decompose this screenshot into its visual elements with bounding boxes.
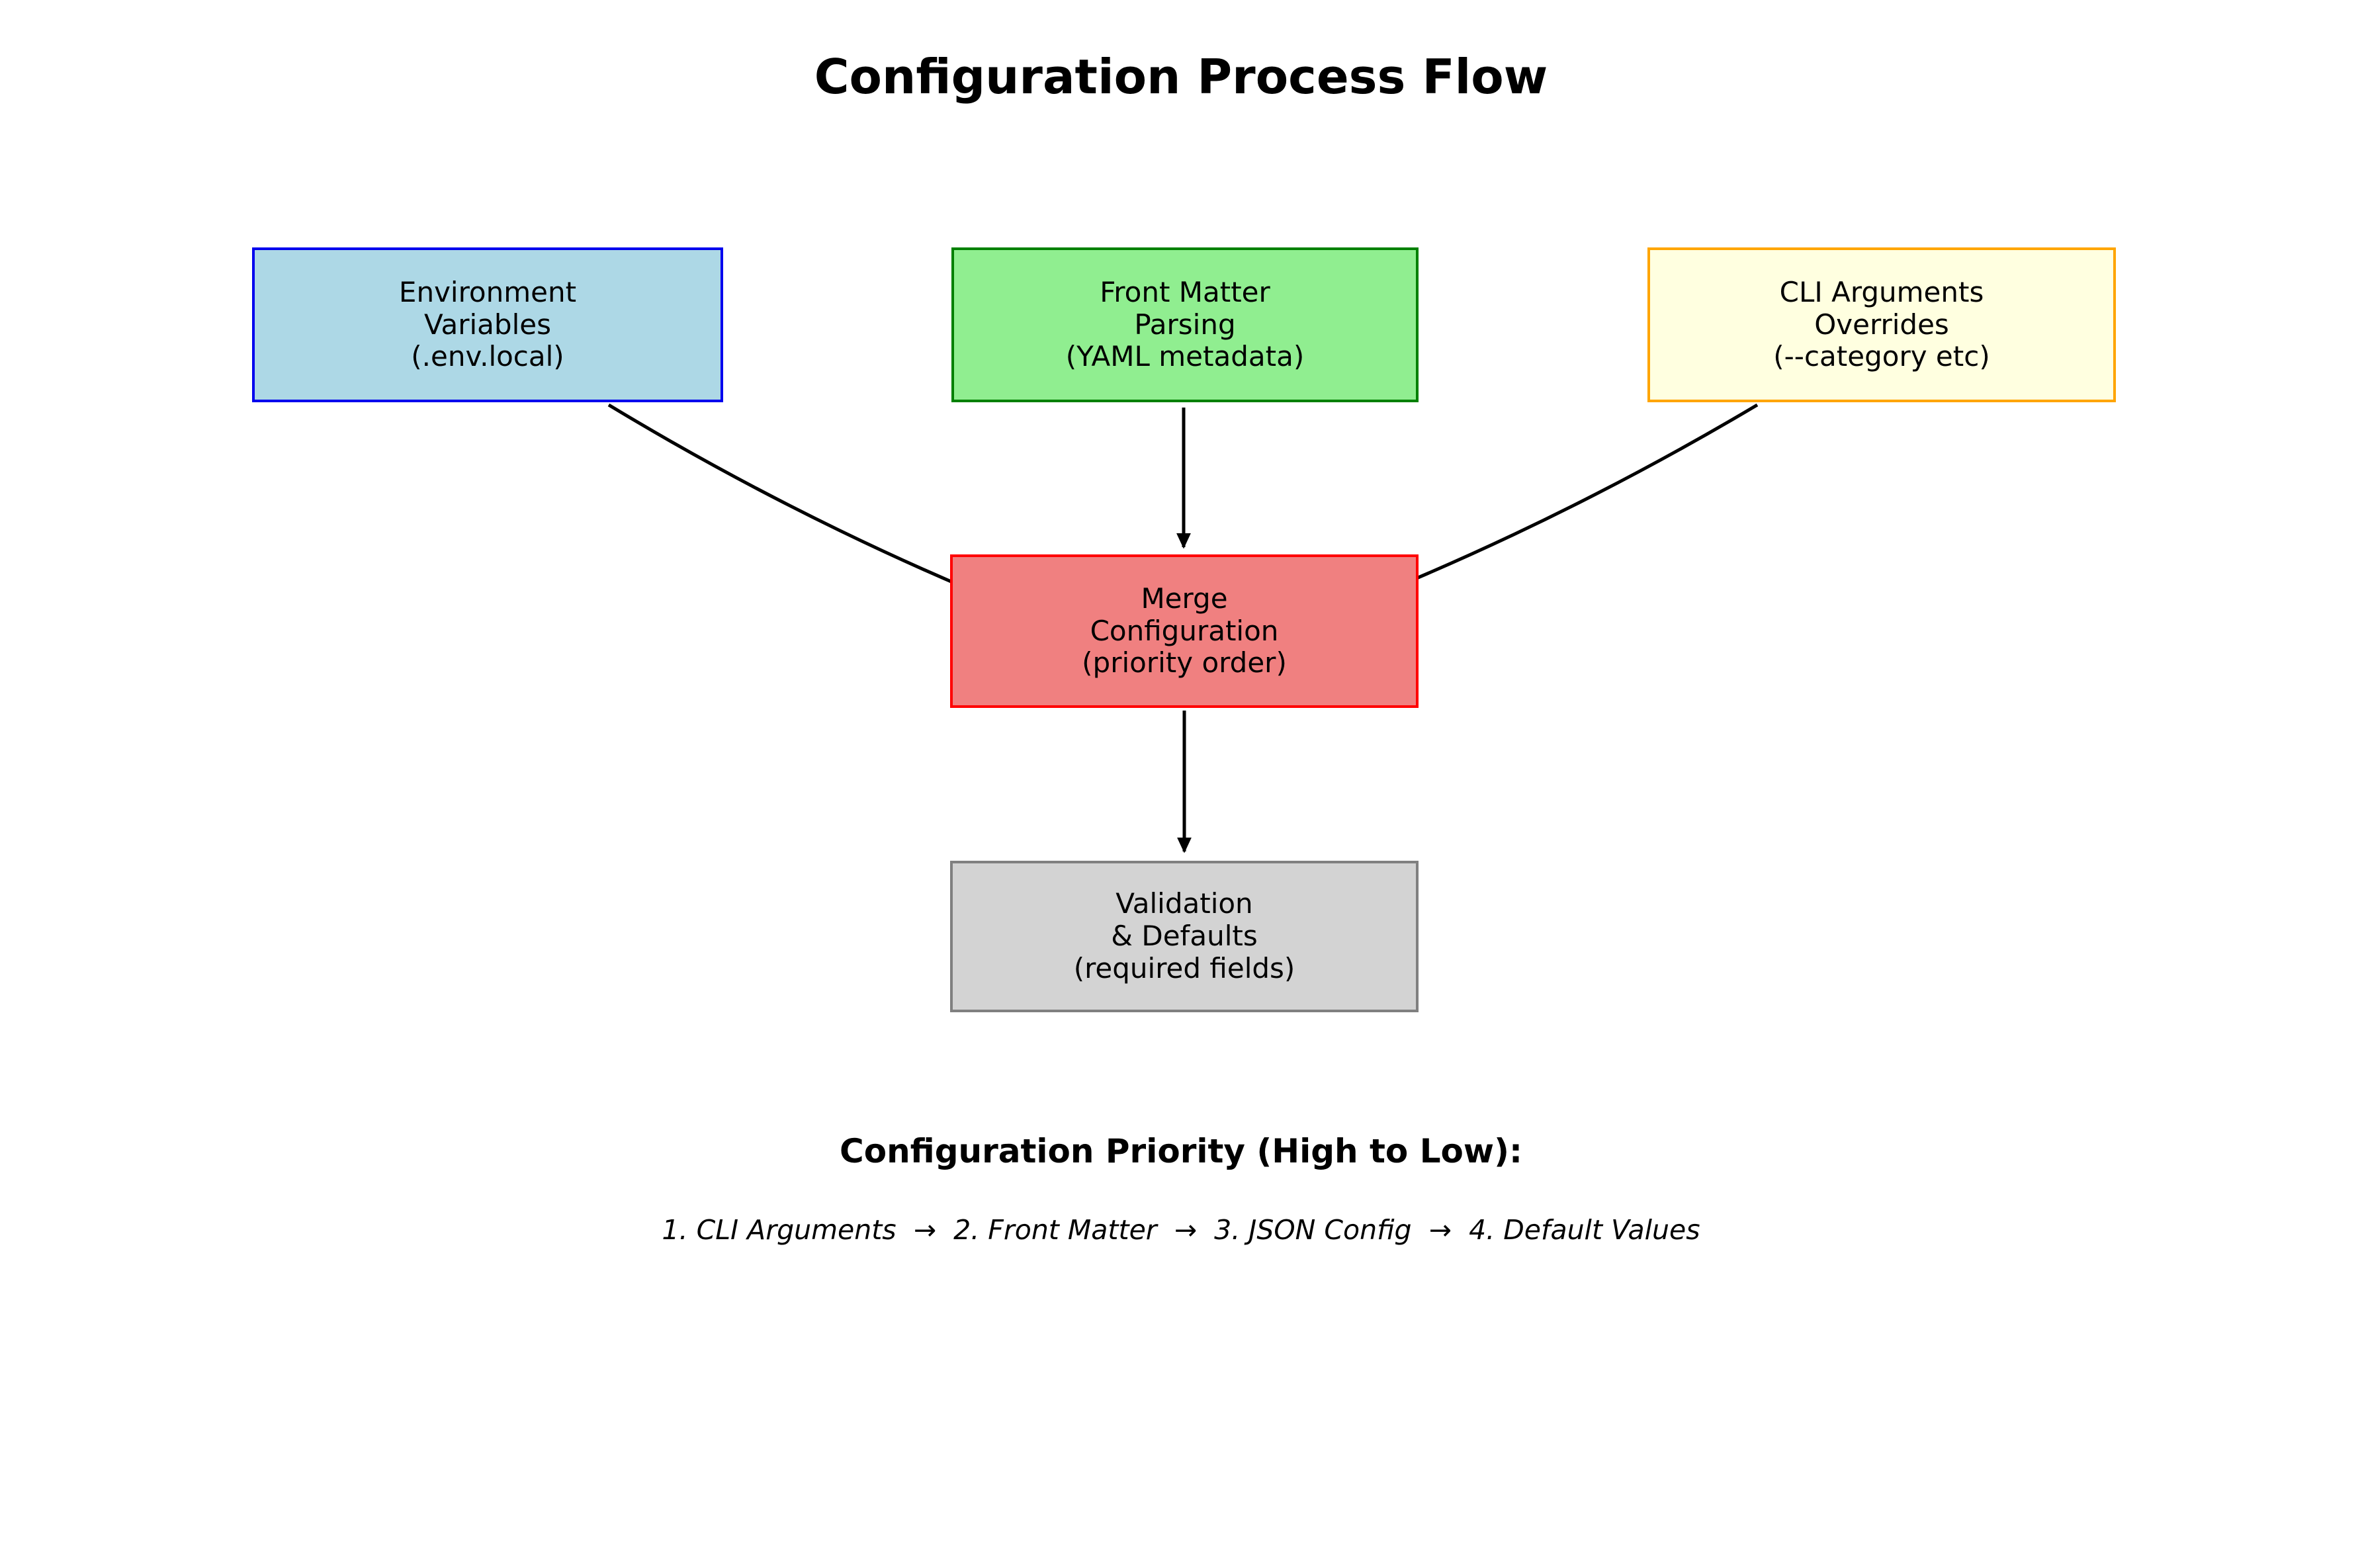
node-merge-configuration: Merge Configuration (priority order) (950, 554, 1419, 708)
priority-heading: Configuration Priority (High to Low): (840, 1132, 1522, 1170)
page-title: Configuration Process Flow (814, 49, 1548, 105)
node-cli-arguments-overrides-label: CLI Arguments Overrides (--category etc) (1773, 275, 1990, 373)
node-environment-variables: Environment Variables (.env.local) (252, 247, 723, 402)
priority-sequence: 1. CLI Arguments → 2. Front Matter → 3. … (662, 1214, 1700, 1246)
node-validation-defaults-label: Validation & Defaults (required fields) (1073, 887, 1295, 984)
node-front-matter-parsing: Front Matter Parsing (YAML metadata) (951, 247, 1419, 402)
node-environment-variables-label: Environment Variables (.env.local) (398, 275, 577, 373)
node-merge-configuration-label: Merge Configuration (priority order) (1082, 582, 1287, 679)
node-front-matter-parsing-label: Front Matter Parsing (YAML metadata) (1065, 275, 1305, 373)
node-validation-defaults: Validation & Defaults (required fields) (950, 861, 1419, 1012)
node-cli-arguments-overrides: CLI Arguments Overrides (--category etc) (1647, 247, 2116, 402)
